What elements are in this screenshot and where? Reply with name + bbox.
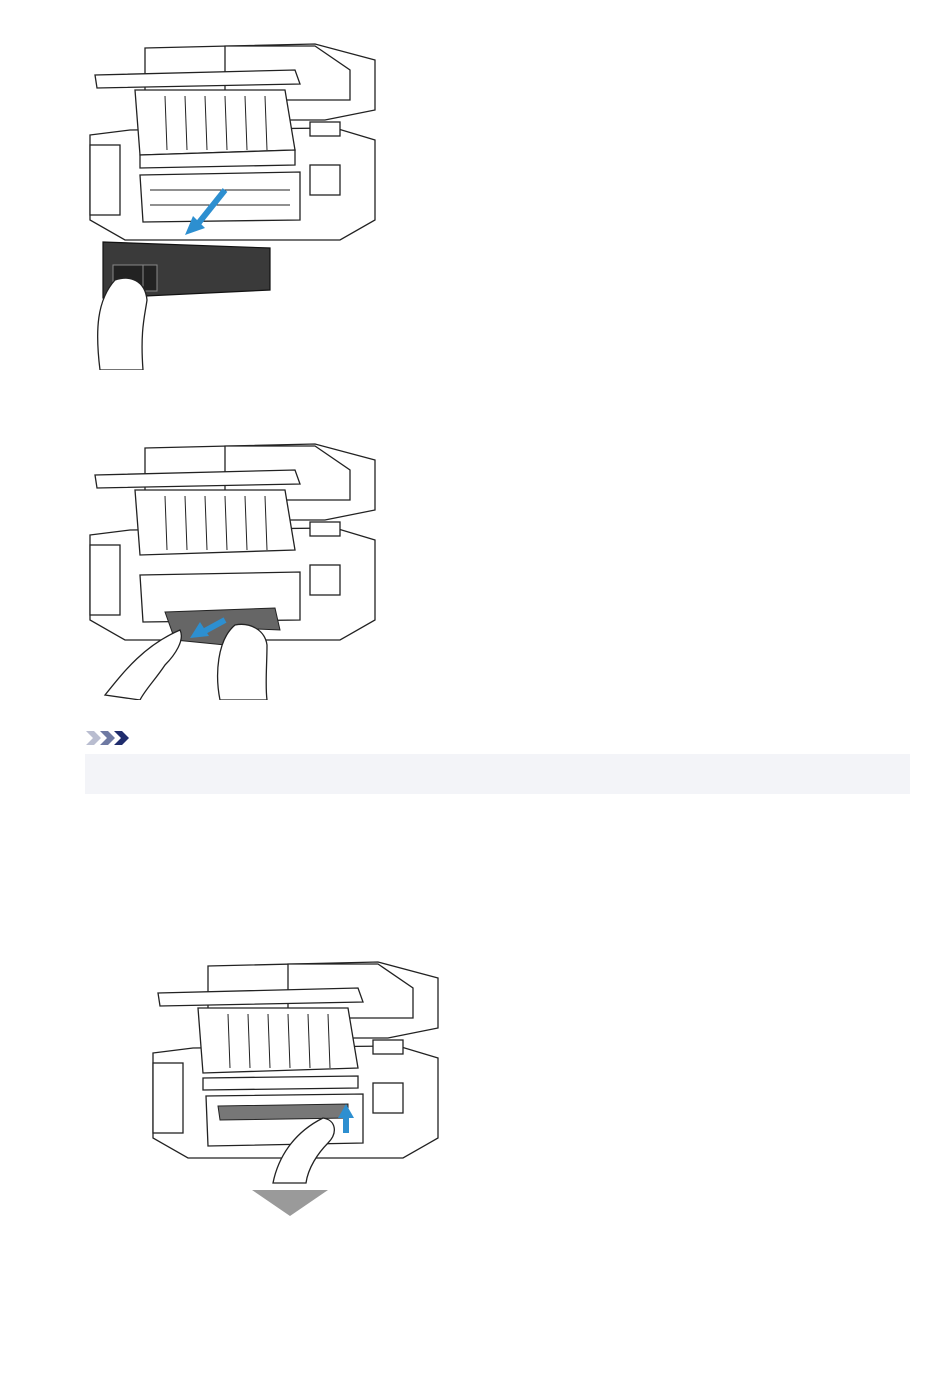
printer-inner-paper-removal-illustration (148, 958, 443, 1208)
inner-paper-removal-figure (148, 958, 443, 1208)
down-triangle-icon (252, 1190, 328, 1216)
pull-out-jammed-paper-figure (85, 440, 380, 700)
note-chevrons-icon (86, 729, 132, 747)
printer-jammed-paper-removal-illustration (85, 440, 380, 700)
note-box (85, 754, 910, 794)
printer-rear-cover-removal-illustration (85, 40, 380, 370)
remove-rear-cover-figure (85, 40, 380, 370)
